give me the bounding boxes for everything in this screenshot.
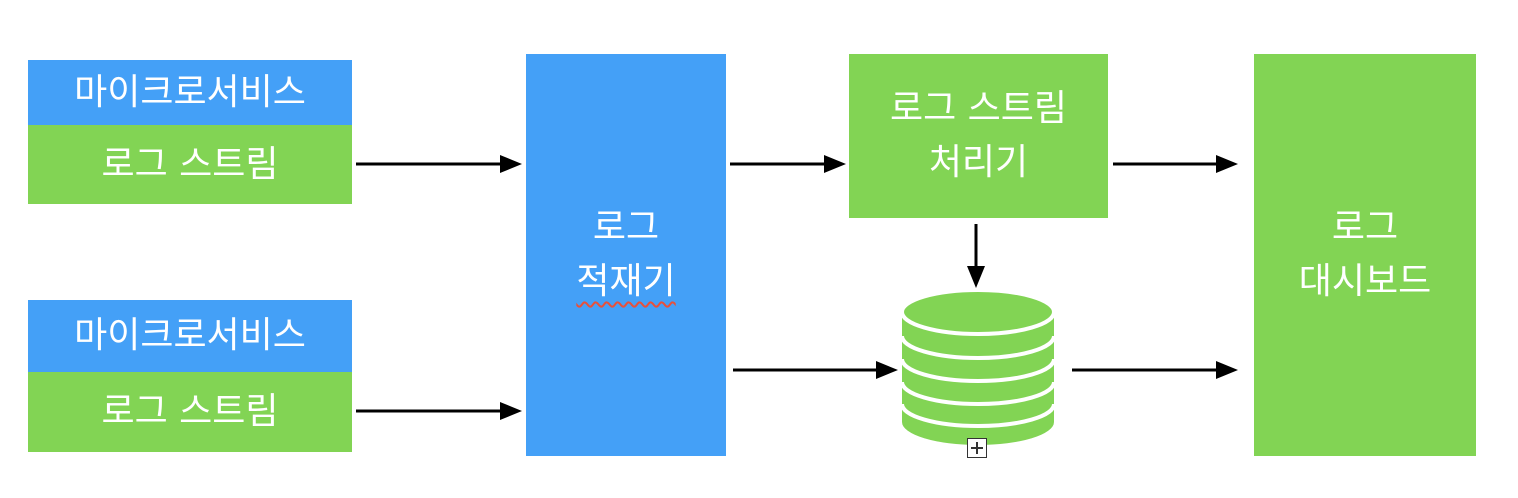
arrow-processor-to-dashboard bbox=[1113, 155, 1238, 173]
microservice-2-label: 마이크로서비스 bbox=[74, 315, 306, 356]
arrow-source1-to-aggregator bbox=[356, 155, 522, 173]
log-dashboard-label-line2: 대시보드 bbox=[1298, 261, 1432, 302]
microservice-2-box: 마이크로서비스 bbox=[28, 300, 352, 372]
log-stream-2-box: 로그 스트림 bbox=[28, 372, 352, 452]
arrow-source2-to-aggregator bbox=[356, 402, 522, 420]
arrow-aggregator-to-storage bbox=[733, 361, 898, 379]
arrow-aggregator-to-processor bbox=[730, 155, 846, 173]
microservice-1-box: 마이크로서비스 bbox=[28, 60, 352, 125]
arrow-storage-to-dashboard bbox=[1072, 361, 1238, 379]
log-stream-processor-box: 로그 스트림 처리기 bbox=[849, 54, 1108, 218]
log-stream-processor-label-line2: 처리기 bbox=[928, 142, 1029, 183]
log-stream-1-label: 로그 스트림 bbox=[101, 143, 279, 185]
arrow-processor-to-storage bbox=[967, 224, 985, 288]
log-stream-processor-label-line1: 로그 스트림 bbox=[889, 88, 1068, 129]
microservice-1-label: 마이크로서비스 bbox=[74, 71, 306, 113]
log-dashboard-label-line1: 로그 bbox=[1331, 207, 1399, 248]
log-dashboard-box: 로그 대시보드 bbox=[1254, 54, 1476, 456]
expand-plus-icon[interactable] bbox=[967, 438, 987, 458]
log-stream-1-box: 로그 스트림 bbox=[28, 125, 352, 204]
log-aggregator-label-line2: 적재기 bbox=[576, 261, 676, 302]
log-aggregator-label-line1: 로그 bbox=[592, 207, 660, 248]
log-stream-2-label: 로그 스트림 bbox=[101, 391, 279, 432]
database-icon bbox=[900, 288, 1056, 445]
log-aggregator-box: 로그 적재기 bbox=[526, 54, 726, 456]
